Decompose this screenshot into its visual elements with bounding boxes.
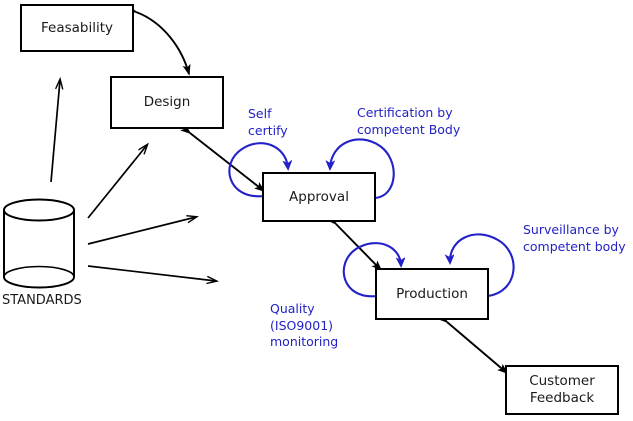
node-customer-feedback[interactable]: Customer Feedback xyxy=(505,365,619,415)
annotation-self-certify: Self certify xyxy=(248,106,288,138)
node-feasability[interactable]: Feasability xyxy=(20,4,134,52)
node-approval[interactable]: Approval xyxy=(262,172,376,222)
node-production[interactable]: Production xyxy=(375,268,489,320)
self-loop-production-left xyxy=(342,242,401,298)
edge-design-approval xyxy=(190,133,264,191)
annotation-quality-iso9001-monitoring: Quality (ISO9001) monitoring xyxy=(270,301,339,349)
node-production-label: Production xyxy=(396,285,468,302)
node-design[interactable]: Design xyxy=(110,76,224,129)
self-loop-approval-left xyxy=(228,142,288,198)
node-design-label: Design xyxy=(143,94,191,111)
edge-standards-design xyxy=(87,145,147,219)
node-feasability-label: Feasability xyxy=(40,19,113,36)
edge-standards-production xyxy=(87,265,216,281)
standards-cylinder-shape xyxy=(3,198,75,289)
node-standards-label: STANDARDS xyxy=(2,293,82,308)
edge-standards-approval xyxy=(87,217,196,245)
node-customer-feedback-label: Customer Feedback xyxy=(529,373,595,406)
edge-production-customer-feedback xyxy=(447,322,507,373)
node-approval-label: Approval xyxy=(289,188,349,205)
self-loop-approval-right xyxy=(330,138,395,200)
annotation-surveillance-by-competent-body: Surveillance by competent body xyxy=(523,222,626,254)
edge-feasability-design xyxy=(136,12,189,74)
annotation-certification-by-competent-body: Certification by competent Body xyxy=(357,105,461,137)
edge-standards-feasability xyxy=(50,80,60,183)
self-loop-production-right xyxy=(450,233,515,298)
